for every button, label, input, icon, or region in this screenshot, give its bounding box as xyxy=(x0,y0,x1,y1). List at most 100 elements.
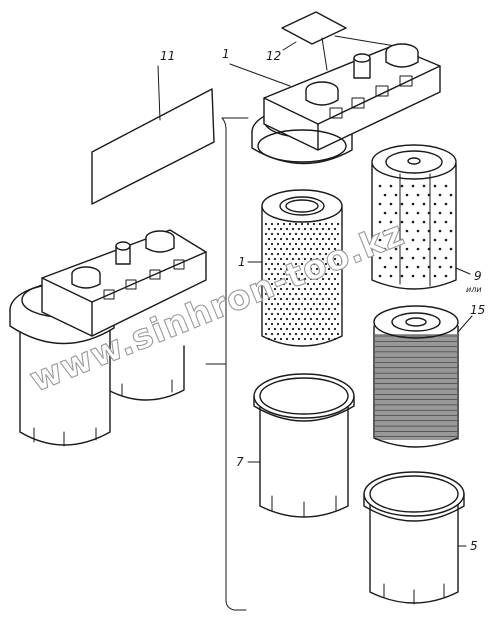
perforation-dot xyxy=(333,297,337,301)
perforation-dot xyxy=(318,312,322,316)
perforation-dot xyxy=(321,337,325,341)
perforation-dot xyxy=(297,337,301,341)
perforation-dot xyxy=(394,247,398,251)
perforation-dot xyxy=(297,307,301,311)
perforation-dot xyxy=(276,322,280,326)
perforation-dot xyxy=(318,262,322,266)
perforation-dot xyxy=(336,262,340,266)
perforation-dot xyxy=(264,252,268,256)
perforation-dot xyxy=(300,272,304,276)
perforation-dot xyxy=(427,247,431,251)
perforation-dot xyxy=(288,262,292,266)
perforation-dot xyxy=(300,322,304,326)
perforation-dot xyxy=(333,237,337,241)
perforation-dot xyxy=(318,332,322,336)
perforation-dot xyxy=(321,227,325,231)
perforation-dot xyxy=(267,307,271,311)
perforation-dot xyxy=(438,193,442,197)
perforation-dot xyxy=(444,256,448,260)
perforation-dot xyxy=(309,227,313,231)
perforation-dot xyxy=(312,262,316,266)
perforation-dot xyxy=(333,267,337,271)
perforation-dot xyxy=(315,327,319,331)
leader-line xyxy=(157,65,161,121)
perforation-dot xyxy=(276,242,280,246)
perforation-dot xyxy=(321,247,325,251)
perforation-dot xyxy=(288,302,292,306)
perforation-dot xyxy=(306,242,310,246)
perforation-dot xyxy=(270,272,274,276)
perforation-dot xyxy=(330,262,334,266)
perforation-dot xyxy=(309,297,313,301)
perforation-dot xyxy=(330,292,334,296)
perforation-dot xyxy=(273,337,277,341)
perforation-dot xyxy=(422,220,426,224)
perforation-dot xyxy=(273,267,277,271)
perforation-dot xyxy=(294,272,298,276)
perforation-dot xyxy=(291,287,295,291)
perforation-dot xyxy=(297,257,301,261)
perforation-dot xyxy=(378,238,382,242)
perforation-dot xyxy=(318,282,322,286)
perforation-dot xyxy=(405,211,409,215)
perforation-dot xyxy=(383,211,387,215)
perforation-dot xyxy=(400,202,404,206)
perforation-dot xyxy=(333,317,337,321)
perforation-dot xyxy=(309,337,313,341)
perforation-dot xyxy=(264,232,268,236)
perforation-dot xyxy=(300,332,304,336)
perforation-dot xyxy=(422,238,426,242)
perforation-dot xyxy=(297,247,301,251)
perforation-dot xyxy=(273,257,277,261)
perforation-dot xyxy=(309,287,313,291)
perforation-dot xyxy=(306,232,310,236)
gasket-part xyxy=(281,11,396,71)
perforation-dot xyxy=(291,317,295,321)
perforation-dot xyxy=(264,272,268,276)
perforation-dot xyxy=(378,220,382,224)
perforation-dot xyxy=(282,252,286,256)
perforation-dot xyxy=(394,229,398,233)
perforation-dot xyxy=(318,292,322,296)
perforation-dot xyxy=(297,287,301,291)
perforation-dot xyxy=(291,227,295,231)
perforation-dot xyxy=(405,193,409,197)
perforation-dot xyxy=(327,317,331,321)
perforation-dot xyxy=(288,332,292,336)
perforation-dot xyxy=(285,237,289,241)
perforation-dot xyxy=(321,277,325,281)
perforation-dot xyxy=(411,202,415,206)
perforation-dot xyxy=(400,184,404,188)
perforation-dot xyxy=(427,193,431,197)
perforation-dot xyxy=(333,337,337,341)
perforation-dot xyxy=(294,312,298,316)
perforation-dot xyxy=(276,332,280,336)
perforation-dot xyxy=(267,287,271,291)
perforation-dot xyxy=(312,222,316,226)
perforation-dot xyxy=(276,302,280,306)
perforation-dot xyxy=(400,274,404,278)
perforation-dot xyxy=(312,282,316,286)
perforation-dot xyxy=(285,257,289,261)
perforation-dot xyxy=(270,282,274,286)
perforation-dot xyxy=(336,232,340,236)
perforation-dot xyxy=(291,297,295,301)
perforation-dot xyxy=(270,292,274,296)
perforation-dot xyxy=(297,297,301,301)
label-part-7: 7 xyxy=(236,455,244,469)
perforation-dot xyxy=(336,322,340,326)
perforation-dot xyxy=(273,297,277,301)
perforation-dot xyxy=(444,202,448,206)
perforation-dot xyxy=(303,277,307,281)
perforation-dot xyxy=(422,184,426,188)
perforation-dot xyxy=(411,184,415,188)
perforation-dot xyxy=(333,247,337,251)
perforation-dot xyxy=(267,247,271,251)
perforation-dot xyxy=(324,272,328,276)
perforation-dot xyxy=(312,322,316,326)
perforation-dot xyxy=(394,211,398,215)
perforation-dot xyxy=(389,184,393,188)
perforation-dot xyxy=(264,312,268,316)
perforation-dot xyxy=(306,332,310,336)
perforation-dot xyxy=(389,274,393,278)
